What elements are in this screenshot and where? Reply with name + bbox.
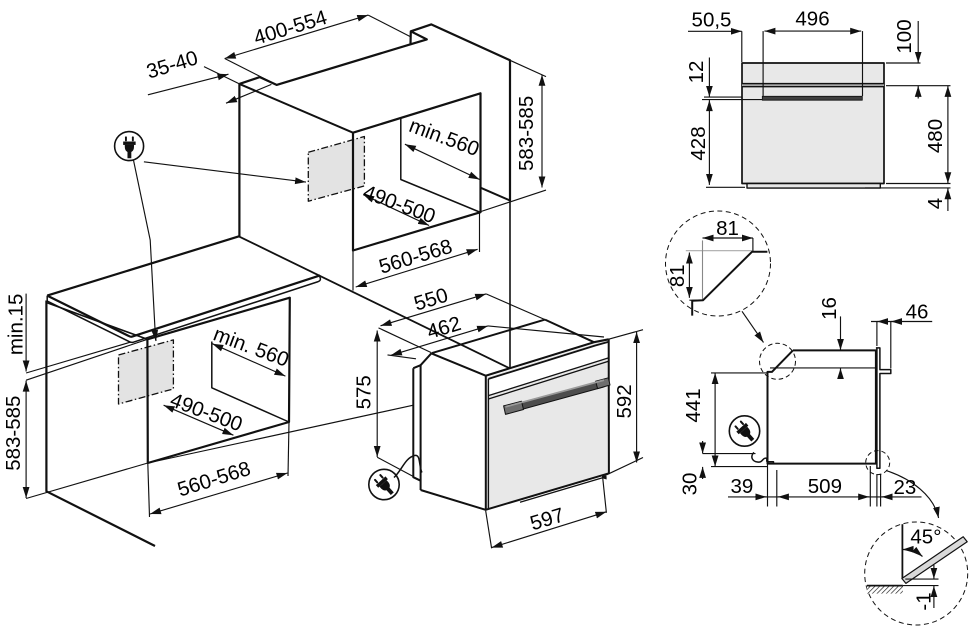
svg-text:min. 560: min. 560 (210, 323, 292, 372)
svg-text:50,5: 50,5 (692, 9, 732, 32)
svg-text:min.15: min.15 (5, 294, 28, 356)
svg-text:480: 480 (924, 119, 947, 153)
svg-text:46: 46 (906, 301, 929, 324)
svg-text:16: 16 (818, 297, 841, 320)
svg-text:597: 597 (527, 503, 566, 535)
svg-text:509: 509 (808, 475, 842, 498)
svg-text:12: 12 (685, 61, 708, 84)
svg-text:45°: 45° (910, 526, 941, 549)
svg-text:81: 81 (666, 264, 689, 287)
svg-text:81: 81 (716, 217, 739, 240)
svg-text:560-568: 560-568 (376, 235, 455, 279)
svg-text:583-585: 583-585 (515, 96, 538, 171)
svg-text:428: 428 (687, 126, 710, 160)
svg-text:39: 39 (730, 475, 753, 498)
svg-text:496: 496 (795, 8, 829, 31)
svg-text:400-554: 400-554 (251, 6, 330, 50)
svg-text:462: 462 (424, 312, 463, 344)
svg-text:592: 592 (613, 384, 636, 418)
svg-text:441: 441 (682, 388, 705, 422)
svg-text:100: 100 (893, 19, 916, 53)
svg-text:30: 30 (679, 473, 702, 496)
svg-text:490-500: 490-500 (360, 180, 439, 228)
svg-text:490-500: 490-500 (167, 388, 246, 436)
svg-text:550: 550 (411, 284, 450, 316)
svg-text:575: 575 (352, 375, 375, 409)
svg-text:4: 4 (924, 198, 947, 209)
svg-text:35-40: 35-40 (144, 46, 201, 83)
svg-text:-1: -1 (913, 592, 936, 610)
svg-text:min.560: min.560 (406, 114, 482, 161)
svg-text:583-585: 583-585 (2, 396, 25, 471)
svg-text:23: 23 (893, 476, 916, 499)
